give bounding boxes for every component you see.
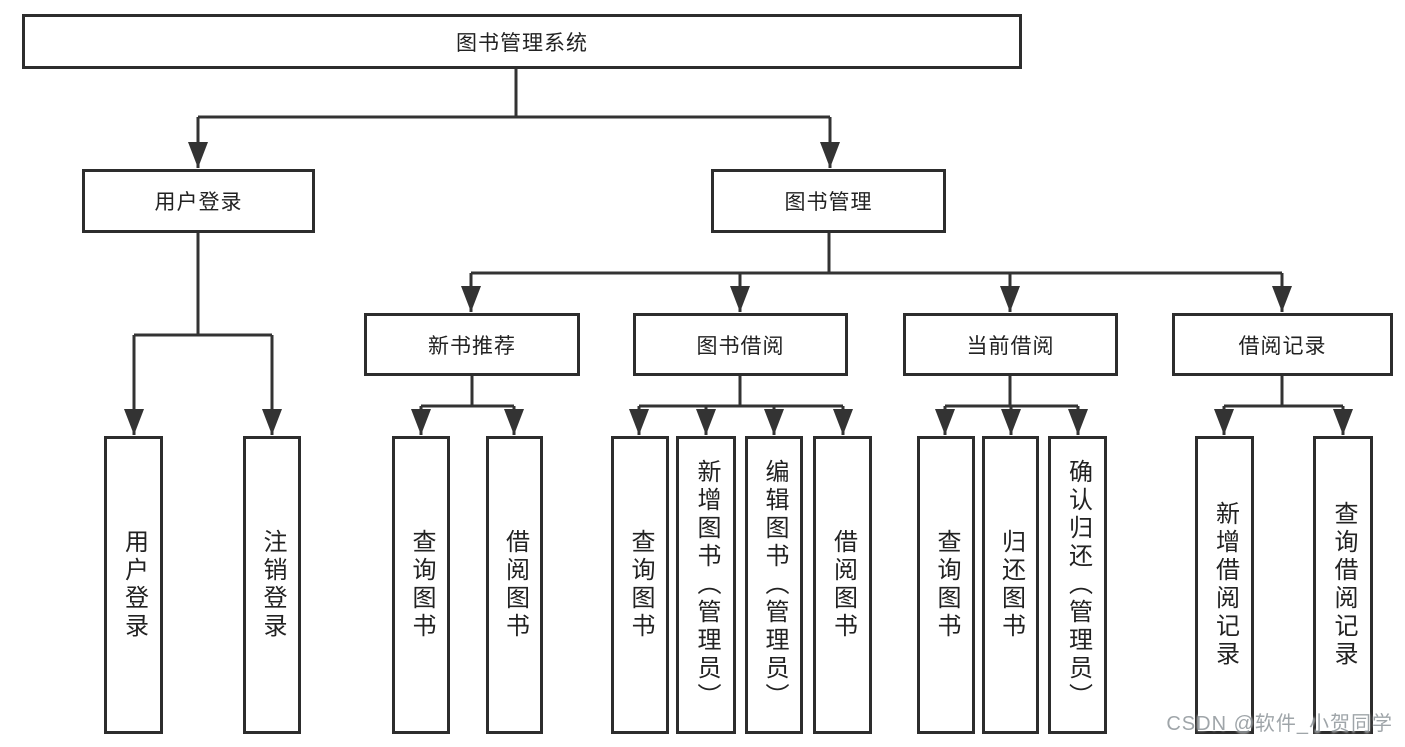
leaf-label: 查询图书 <box>408 529 435 641</box>
leaf-query-books-borrow: 查询图书 <box>611 436 669 734</box>
leaf-add-book-admin: 新增图书（管理员） <box>676 436 736 734</box>
node-borrow-records: 借阅记录 <box>1172 313 1393 376</box>
leaf-confirm-return-admin: 确认归还（管理员） <box>1048 436 1107 734</box>
leaf-label: 归还图书 <box>997 529 1025 641</box>
node-root: 图书管理系统 <box>22 14 1022 69</box>
edges-new-book <box>411 376 524 435</box>
node-label: 图书借阅 <box>696 334 785 358</box>
leaf-edit-book-admin: 编辑图书（管理员） <box>745 436 803 734</box>
edge-group <box>124 69 1353 435</box>
node-user-login: 用户登录 <box>82 169 315 233</box>
leaf-logout: 注销登录 <box>243 436 301 734</box>
leaf-user-login: 用户登录 <box>104 436 163 734</box>
edge-trunk-book-borrow <box>639 376 843 408</box>
edges-current-borrow <box>935 376 1088 435</box>
edge-trunk-current-borrow <box>945 376 1078 408</box>
leaf-borrow-books: 借阅图书 <box>813 436 872 734</box>
leaf-label: 查询借阅记录 <box>1330 501 1357 669</box>
leaf-add-borrow-record: 新增借阅记录 <box>1195 436 1254 734</box>
leaf-label: 确认归还（管理员） <box>1064 459 1092 711</box>
edge-trunk-book-management <box>471 233 1282 275</box>
leaf-query-borrow-record: 查询借阅记录 <box>1313 436 1373 734</box>
edge-trunk-new-book <box>421 376 514 408</box>
node-label: 图书管理 <box>784 191 873 214</box>
edges-book-borrow <box>629 376 853 435</box>
edges-book-management <box>461 233 1292 312</box>
leaf-label: 注销登录 <box>259 529 286 641</box>
leaf-query-books-current: 查询图书 <box>917 436 975 734</box>
leaf-label: 用户登录 <box>120 529 148 641</box>
node-label: 用户登录 <box>154 191 243 214</box>
leaf-label: 借阅图书 <box>501 529 529 641</box>
node-book-borrow: 图书借阅 <box>633 313 848 376</box>
edge-trunk-borrow-records <box>1224 376 1343 408</box>
node-label: 当前借阅 <box>966 334 1055 358</box>
leaf-return-books: 归还图书 <box>982 436 1039 734</box>
edges-user-login <box>124 233 282 435</box>
node-root-label: 图书管理系统 <box>456 31 588 55</box>
node-new-book-recommend: 新书推荐 <box>364 313 580 376</box>
node-current-borrow: 当前借阅 <box>903 313 1118 376</box>
leaf-label: 查询图书 <box>627 529 654 641</box>
node-label: 新书推荐 <box>428 334 516 358</box>
leaf-label: 新增借阅记录 <box>1211 501 1239 669</box>
leaf-borrow-books-recommend: 借阅图书 <box>486 436 543 734</box>
leaf-query-books-recommend: 查询图书 <box>392 436 450 734</box>
leaf-label: 借阅图书 <box>829 529 857 641</box>
leaf-label: 编辑图书（管理员） <box>761 459 788 711</box>
leaf-label: 新增图书（管理员） <box>693 459 720 711</box>
edge-trunk-root <box>198 69 830 119</box>
node-book-management: 图书管理 <box>711 169 946 233</box>
edges-root <box>188 69 840 168</box>
node-label: 借阅记录 <box>1238 334 1327 358</box>
edges-borrow-records <box>1214 376 1353 435</box>
leaf-label: 查询图书 <box>933 529 960 641</box>
edge-trunk-user-login <box>134 233 272 337</box>
watermark: CSDN @软件_小贺同学 <box>1166 713 1393 735</box>
